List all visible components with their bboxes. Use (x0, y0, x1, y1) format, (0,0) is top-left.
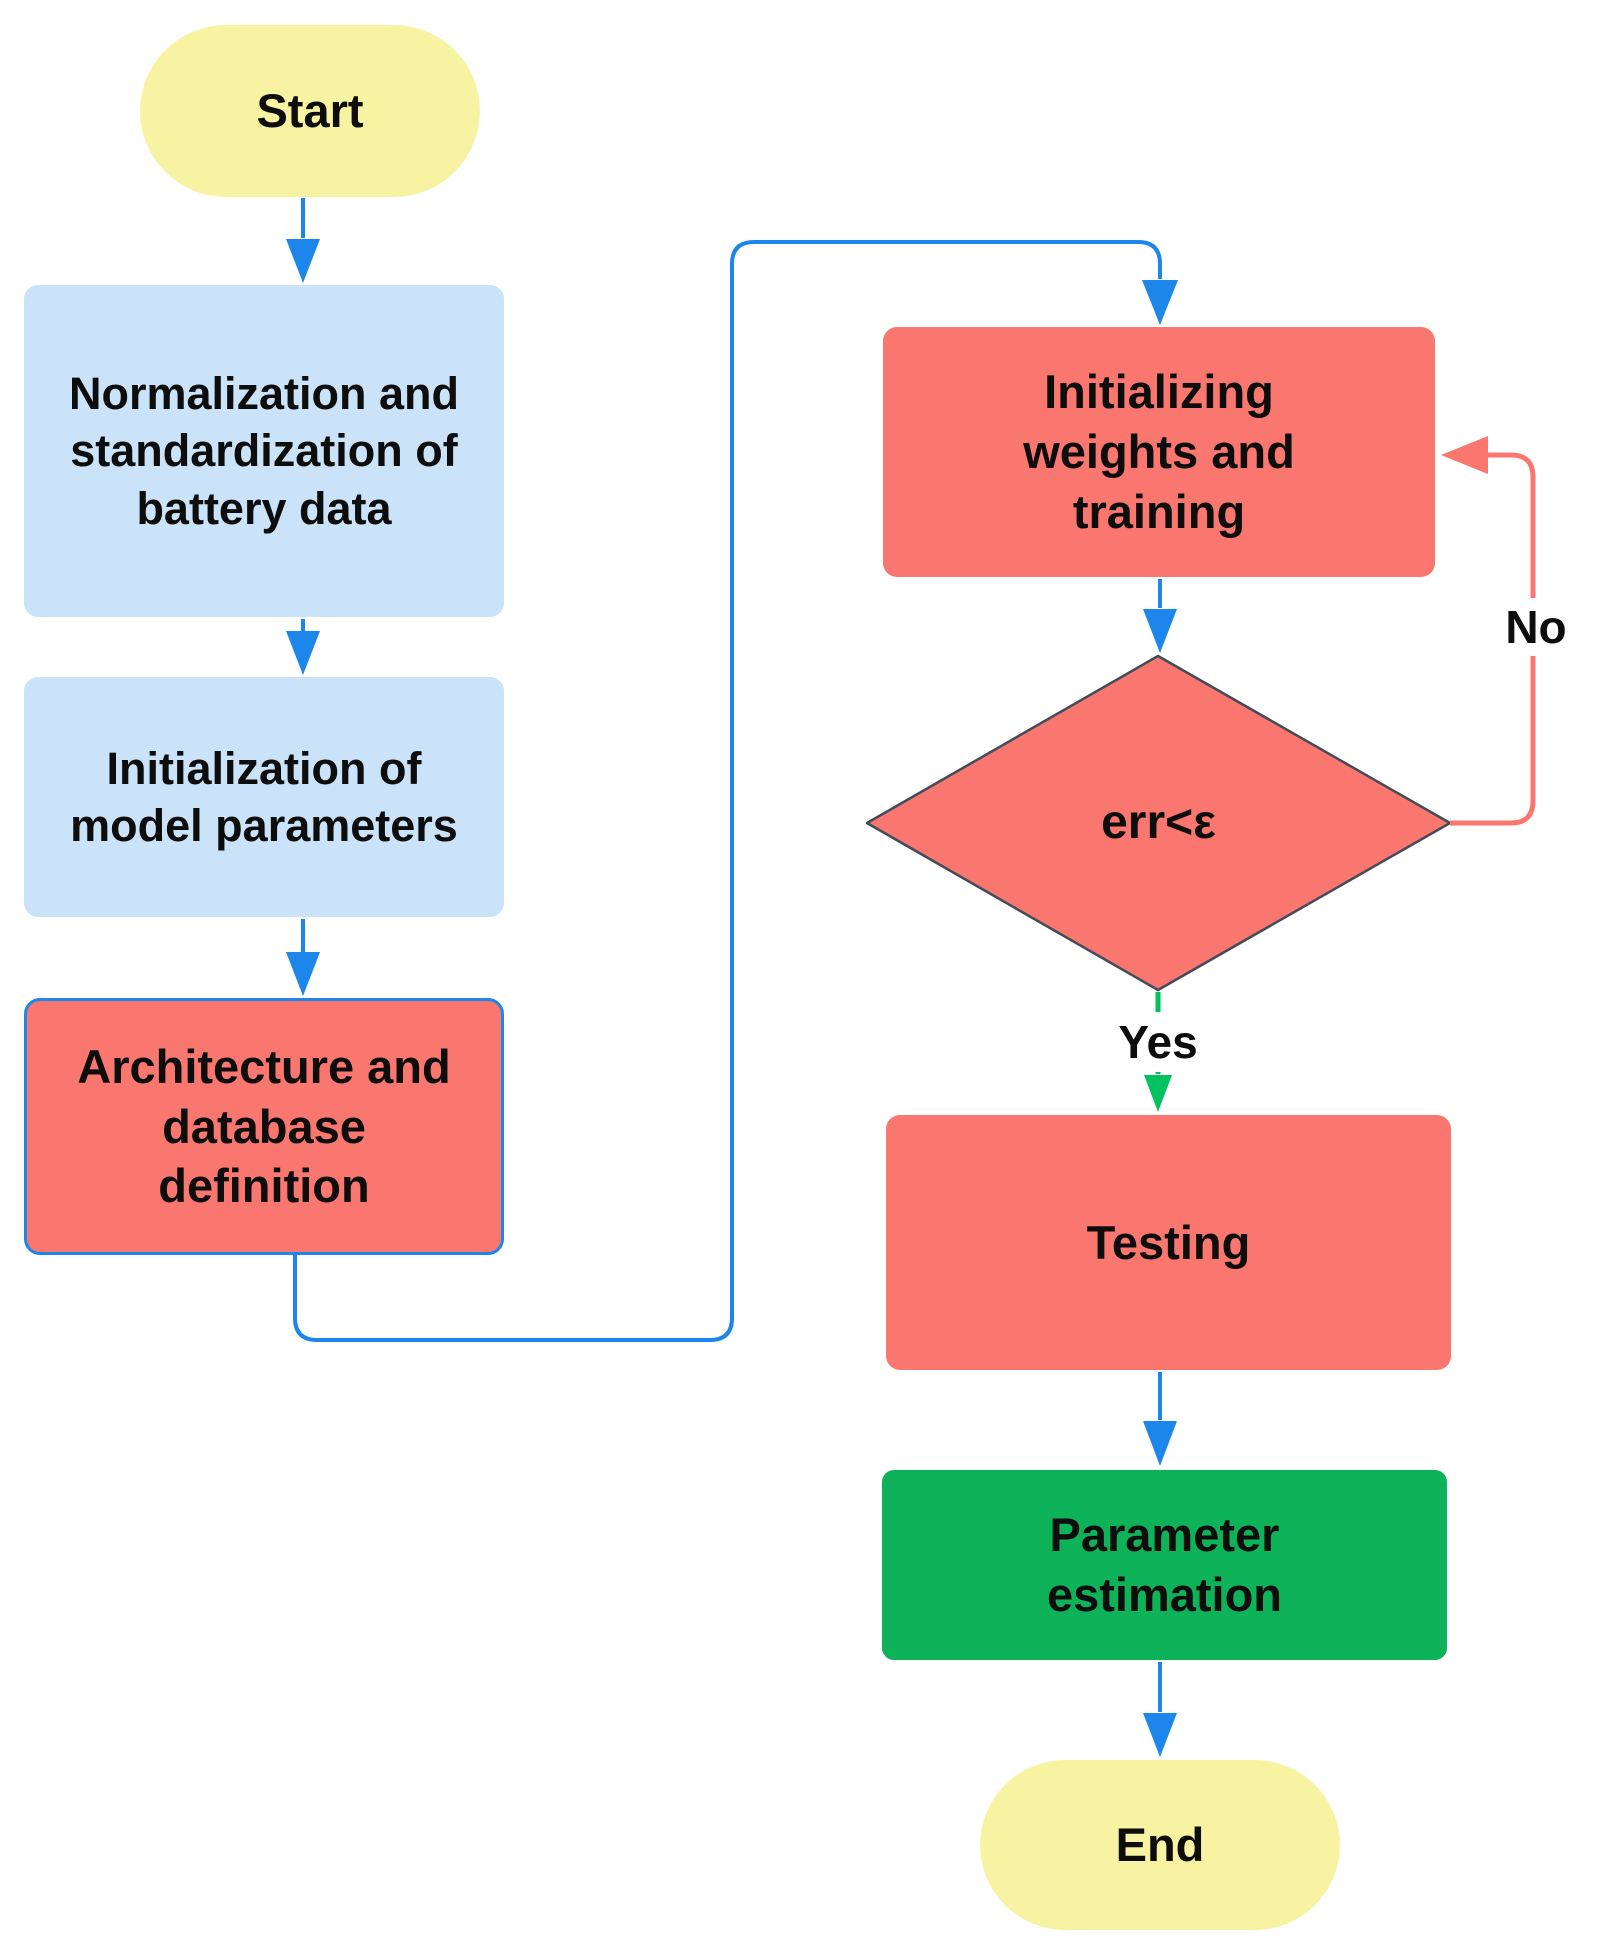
arrowhead-parameter-to-end (1143, 1713, 1177, 1757)
arrowhead-start-to-normalization (286, 239, 320, 283)
node-normalization: Normalization and standardization of bat… (24, 285, 504, 617)
node-start: Start (140, 25, 480, 197)
node-model-parameters: Initialization of model parameters (24, 677, 504, 917)
edge-label-no: No (1490, 598, 1582, 656)
decision-diamond (865, 654, 1452, 992)
arrowhead-init-weights-to-decision (1143, 609, 1177, 653)
arrowhead-decision-to-testing (1144, 1075, 1172, 1112)
arrowhead-no-loop (1441, 436, 1488, 474)
arrowhead-params-to-architecture (286, 952, 320, 996)
node-testing: Testing (886, 1115, 1451, 1370)
node-init-weights: Initializing weights and training (883, 327, 1435, 577)
edge-label-yes: Yes (1083, 1012, 1233, 1072)
node-architecture: Architecture and database definition (24, 998, 504, 1255)
node-end: End (980, 1760, 1340, 1930)
node-parameter-estimation: Parameter estimation (882, 1470, 1447, 1660)
arrowhead-architecture-to-init-weights (1142, 280, 1178, 325)
arrowhead-testing-to-parameter (1143, 1421, 1177, 1466)
node-decision-label: err<ε (1101, 795, 1216, 849)
edge-architecture-to-init-weights (293, 240, 1162, 1342)
arrowhead-normalization-to-params (286, 631, 320, 675)
